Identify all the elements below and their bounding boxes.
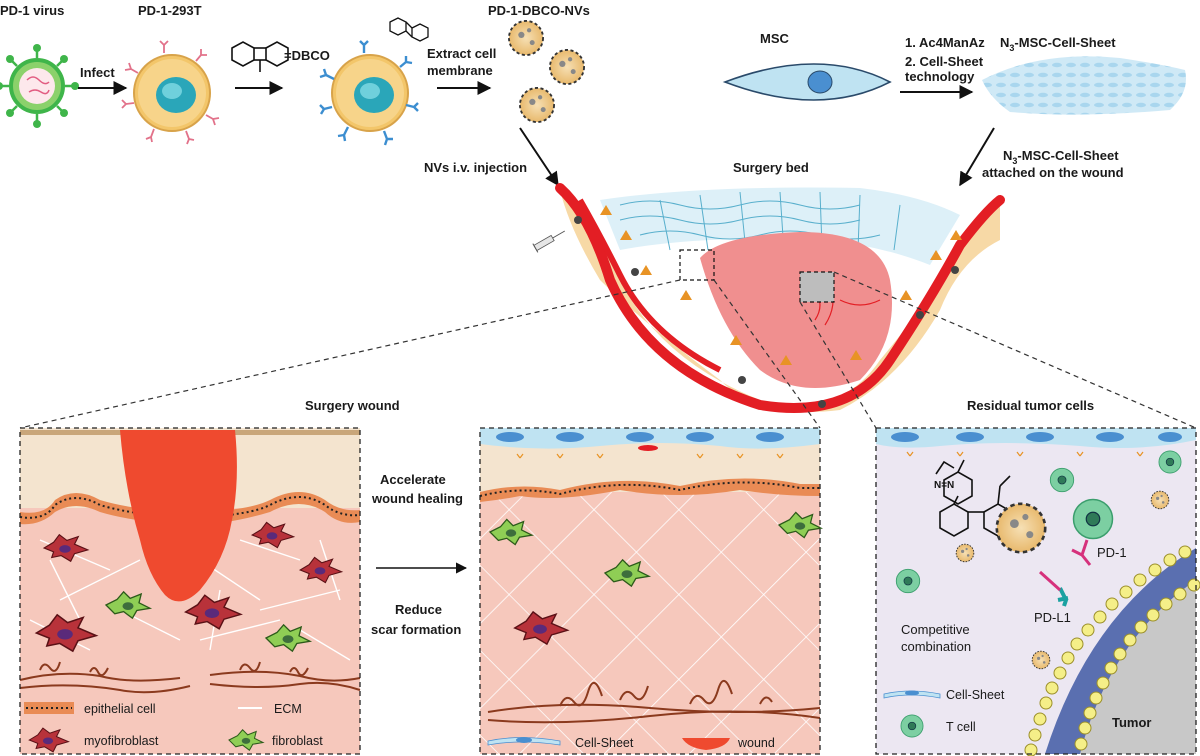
- label-attached-2: attached on the wound: [982, 165, 1124, 180]
- legend-fibroblast: fibroblast: [272, 734, 323, 748]
- label-step2a: 2. Cell-Sheet: [905, 54, 984, 69]
- label-residual-tumor: Residual tumor cells: [967, 398, 1094, 413]
- label-reduce-1: Reduce: [395, 602, 442, 617]
- label-competitive-1: Competitive: [901, 622, 970, 637]
- dbco-structure-icon: [231, 41, 289, 72]
- legend-myofibroblast: myofibroblast: [84, 734, 159, 748]
- panel-residual-tumor: N=N PD-1 PD-L1 Competitive combination T…: [875, 427, 1200, 756]
- msc-cell-icon: [722, 63, 892, 101]
- label-dbco: =DBCO: [284, 48, 330, 63]
- label-surgery-bed: Surgery bed: [733, 160, 809, 175]
- label-extract-2: membrane: [427, 63, 493, 78]
- label-pd1: PD-1: [1097, 545, 1127, 560]
- arrow-attach: [959, 127, 995, 187]
- label-pd1-dbco-nvs: PD-1-DBCO-NVs: [488, 3, 590, 18]
- label-nvs-injection: NVs i.v. injection: [424, 160, 527, 175]
- panel-wound-after: [479, 427, 822, 755]
- label-infect: Infect: [80, 65, 115, 80]
- label-reduce-2: scar formation: [371, 622, 461, 637]
- zoom-lines: [19, 271, 1197, 429]
- surgery-bed-illustration: [555, 183, 1005, 413]
- legend-left: epithelial cell ECM myofibroblast fibrob…: [24, 702, 323, 753]
- legend-t-cell: T cell: [946, 720, 976, 734]
- label-accelerate-1: Accelerate: [380, 472, 446, 487]
- dbco-small-structure-icon: [389, 17, 429, 42]
- pd1-293t-cell-icon: [121, 40, 220, 145]
- virus-icon: [0, 44, 79, 128]
- panel-wound-before: [19, 427, 361, 755]
- label-n3-msc-cellsheet: N3-MSC-Cell-Sheet: [1000, 35, 1116, 53]
- syringe-icon: [532, 230, 566, 253]
- label-step1: 1. Ac4ManAz: [905, 35, 985, 50]
- nanovesicles-group: [508, 20, 585, 123]
- nv-binding-icon: [995, 502, 1047, 554]
- legend-cell-sheet-right: Cell-Sheet: [946, 688, 1005, 702]
- label-attached-1: N3-MSC-Cell-Sheet: [1003, 148, 1119, 166]
- label-tumor: Tumor: [1112, 715, 1151, 730]
- label-extract-1: Extract cell: [427, 46, 496, 61]
- label-msc: MSC: [760, 31, 790, 46]
- legend-epithelial: epithelial cell: [84, 702, 156, 716]
- pdl1-receptor-icon: [1057, 587, 1069, 607]
- azide-label: N=N: [934, 480, 954, 491]
- pd1-dbco-cell-icon: [319, 40, 419, 146]
- legend-wound: wound: [737, 736, 775, 750]
- label-pd1-293t: PD-1-293T: [138, 3, 202, 18]
- label-competitive-2: combination: [901, 639, 971, 654]
- legend-middle: Cell-Sheet wound: [487, 736, 775, 750]
- label-pdl1: PD-L1: [1034, 610, 1071, 625]
- label-surgery-wound: Surgery wound: [305, 398, 400, 413]
- label-pd1-virus: PD-1 virus: [0, 3, 64, 18]
- cellsheet-icon: [982, 56, 1186, 115]
- label-accelerate-2: wound healing: [371, 491, 463, 506]
- arrow-nvs-injection: [519, 127, 559, 187]
- label-step2b: technology: [905, 69, 975, 84]
- legend-ecm: ECM: [274, 702, 302, 716]
- pd1-receptor-icon: [1071, 539, 1092, 566]
- legend-cell-sheet: Cell-Sheet: [575, 736, 634, 750]
